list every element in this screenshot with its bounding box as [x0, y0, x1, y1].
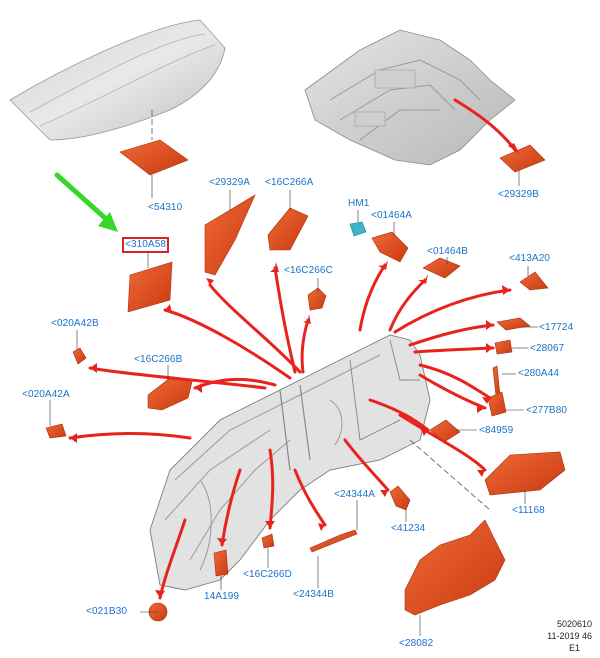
part-277B80-shape — [487, 391, 507, 417]
part-54310-shape — [119, 139, 189, 176]
part-84959-shape — [429, 419, 461, 443]
label-28067[interactable]: <28067 — [530, 343, 565, 354]
part-28067-shape — [494, 339, 513, 355]
label-310A58[interactable]: <310A58 — [121, 237, 170, 253]
part-41234-shape — [389, 485, 411, 511]
label-24344A[interactable]: <24344A — [334, 489, 376, 500]
part-16C266B-shape — [147, 377, 193, 411]
floor-pan — [304, 29, 516, 166]
part-29329B-shape — [499, 144, 546, 173]
part-020A42B-shape — [72, 347, 87, 365]
part-14A199-shape — [213, 549, 229, 577]
part-11168-shape — [484, 451, 566, 496]
label-277B80[interactable]: <277B80 — [526, 405, 568, 416]
part-16C266D-shape — [261, 533, 275, 549]
body-side-structure — [149, 334, 491, 591]
part-16C266C-shape — [307, 287, 327, 311]
leader-lines — [49, 170, 538, 636]
label-16C266C[interactable]: <16C266C — [284, 265, 333, 276]
label-021B30[interactable]: <021B30 — [86, 606, 128, 617]
label-hm1[interactable]: HM1 — [348, 198, 370, 209]
green-pointer-arrow — [54, 172, 118, 232]
label-280A44[interactable]: <280A44 — [518, 368, 560, 379]
label-020A42A[interactable]: <020A42A — [22, 389, 70, 400]
part-280A44-shape — [492, 365, 501, 397]
label-413A20[interactable]: <413A20 — [509, 253, 551, 264]
label-14A199[interactable]: 14A199 — [204, 591, 240, 602]
part-01464A-shape — [371, 231, 409, 263]
part-17724-shape — [496, 317, 531, 331]
label-29329B[interactable]: <29329B — [498, 189, 540, 200]
label-54310[interactable]: <54310 — [148, 202, 183, 213]
part-hm1-shape — [349, 221, 367, 237]
label-16C266B[interactable]: <16C266B — [134, 354, 183, 365]
part-310A58-shape — [127, 261, 173, 313]
label-17724[interactable]: <17724 — [539, 322, 574, 333]
label-16C266D[interactable]: <16C266D — [243, 569, 292, 580]
part-413A20-shape — [519, 271, 549, 291]
part-16C266A-shape — [267, 207, 309, 251]
part-24344A-shape — [309, 529, 358, 553]
label-84959[interactable]: <84959 — [479, 425, 514, 436]
label-11168[interactable]: <11168 — [512, 505, 545, 516]
reference-edition: E1 — [568, 643, 580, 653]
roof-panel — [9, 19, 226, 141]
part-020A42A-shape — [45, 423, 67, 439]
label-24344B[interactable]: <24344B — [293, 589, 335, 600]
part-01464B-shape — [422, 257, 461, 279]
arrow-heads — [70, 143, 520, 598]
reference-date: 11-2019 46 — [547, 631, 592, 641]
part-29329A-shape — [204, 194, 256, 276]
label-29329A[interactable]: <29329A — [209, 177, 251, 188]
label-41234[interactable]: <41234 — [391, 523, 426, 534]
callout-arrows — [68, 98, 517, 600]
label-020A42B[interactable]: <020A42B — [51, 318, 99, 329]
part-28082-shape — [404, 519, 506, 616]
label-16C266A[interactable]: <16C266A — [265, 177, 314, 188]
label-01464B[interactable]: <01464B — [427, 246, 469, 257]
label-28082[interactable]: <28082 — [399, 638, 434, 649]
label-01464A[interactable]: <01464A — [371, 210, 413, 221]
reference-number: 5020610 — [556, 619, 592, 629]
